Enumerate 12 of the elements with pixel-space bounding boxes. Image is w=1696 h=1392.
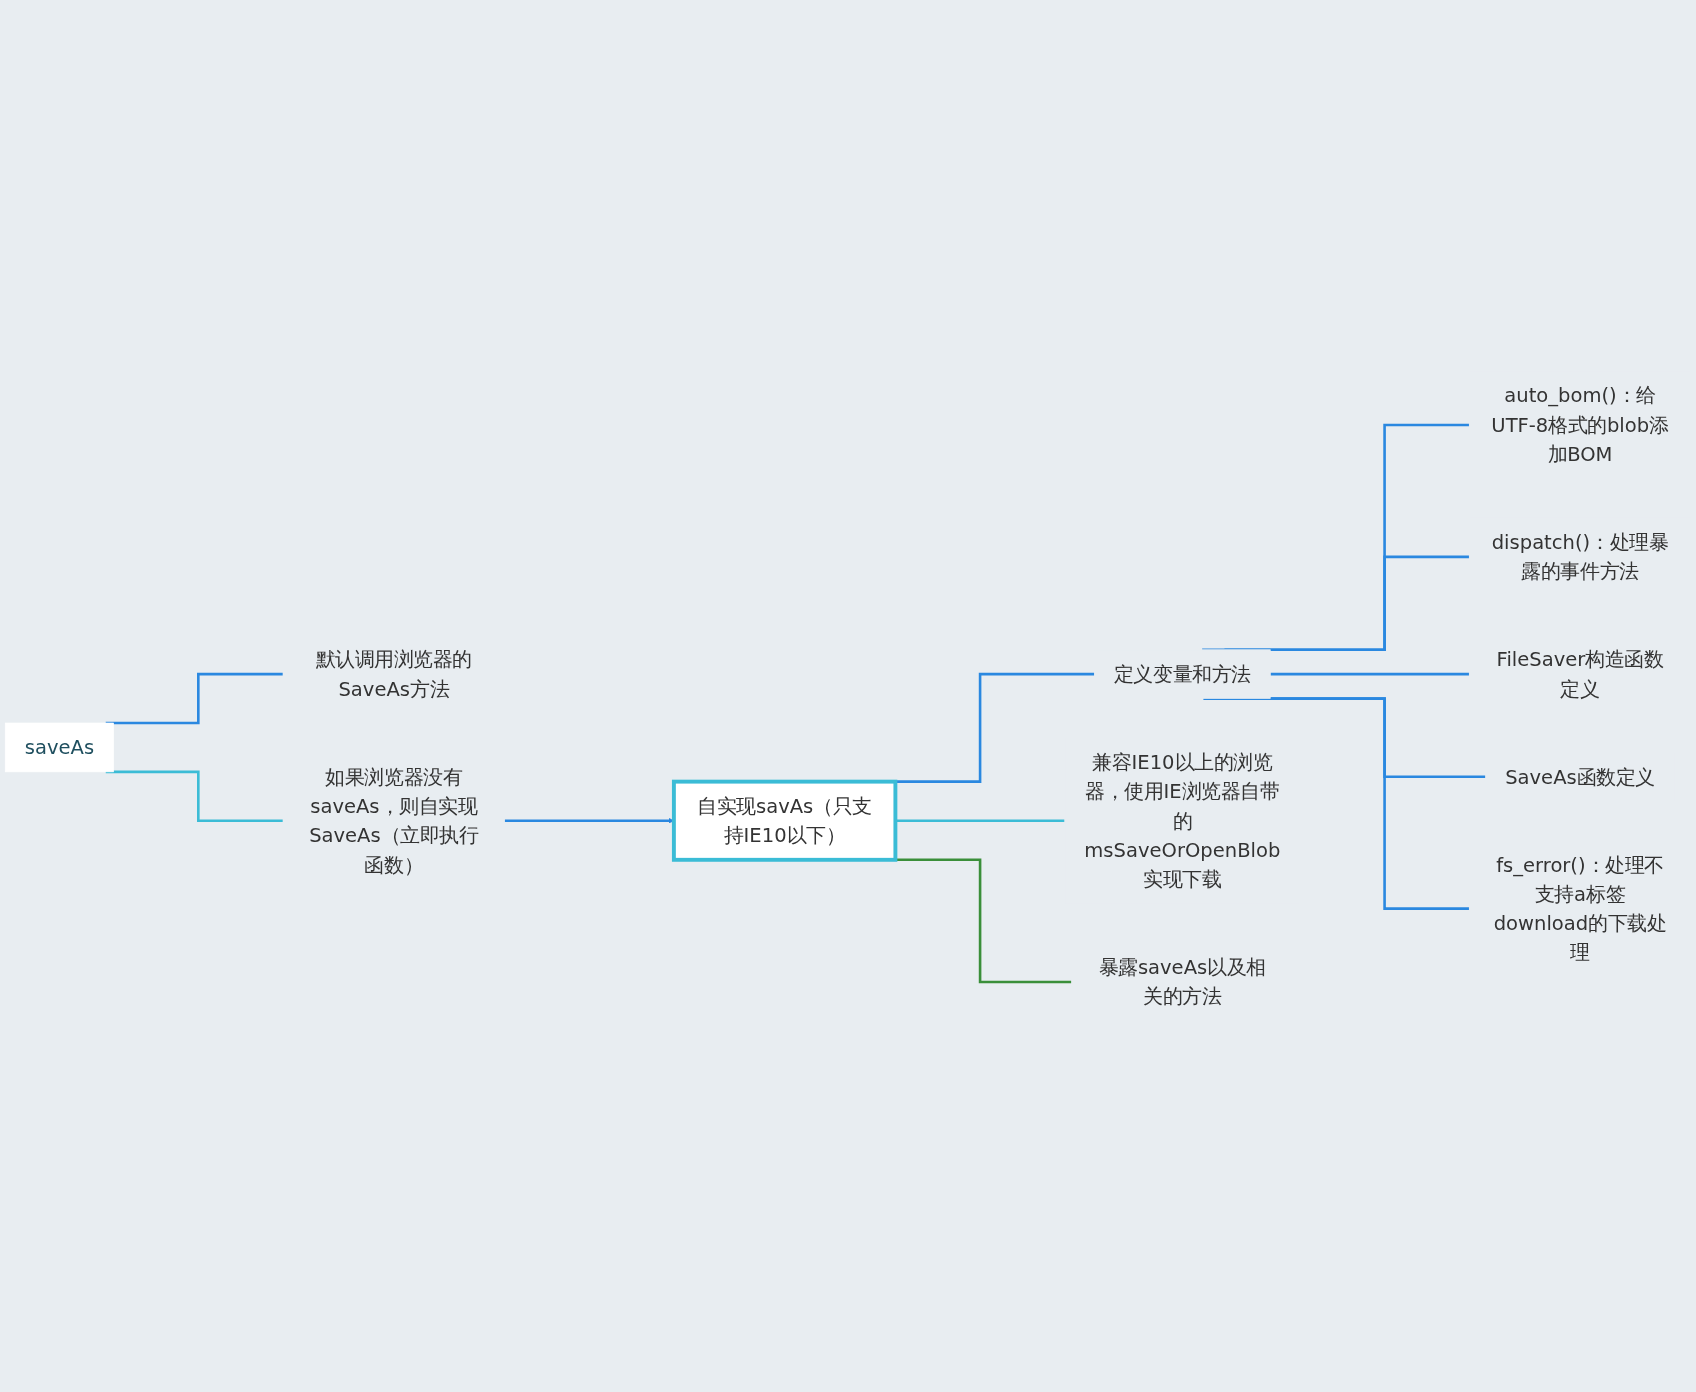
node-text: auto_bom()：给UTF-8格式的blob添加BOM xyxy=(1491,384,1669,466)
connector xyxy=(1270,672,1471,676)
node-text: SaveAs函数定义 xyxy=(1505,765,1655,789)
node-box: 自实现savAs（只支持IE10以下） xyxy=(671,779,898,862)
node-text: FileSaver构造函数定义 xyxy=(1496,647,1664,701)
node-text: fs_error()：处理不支持a标签download的下载处理 xyxy=(1493,853,1667,964)
node-box: saveAs xyxy=(4,722,114,773)
node-text: 暴露saveAs以及相关的方法 xyxy=(1098,955,1266,1008)
node-text: dispatch()：处理暴露的事件方法 xyxy=(1491,530,1669,583)
node-text: 如果浏览器没有saveAs，则自实现SaveAs（立即执行函数） xyxy=(309,765,479,876)
node-text: 默认调用浏览器的SaveAs方法 xyxy=(315,647,472,701)
node-text: 兼容IE10以上的浏览器，使用IE浏览器自带的msSaveOrOpenBlob实现下载 xyxy=(1084,750,1281,891)
